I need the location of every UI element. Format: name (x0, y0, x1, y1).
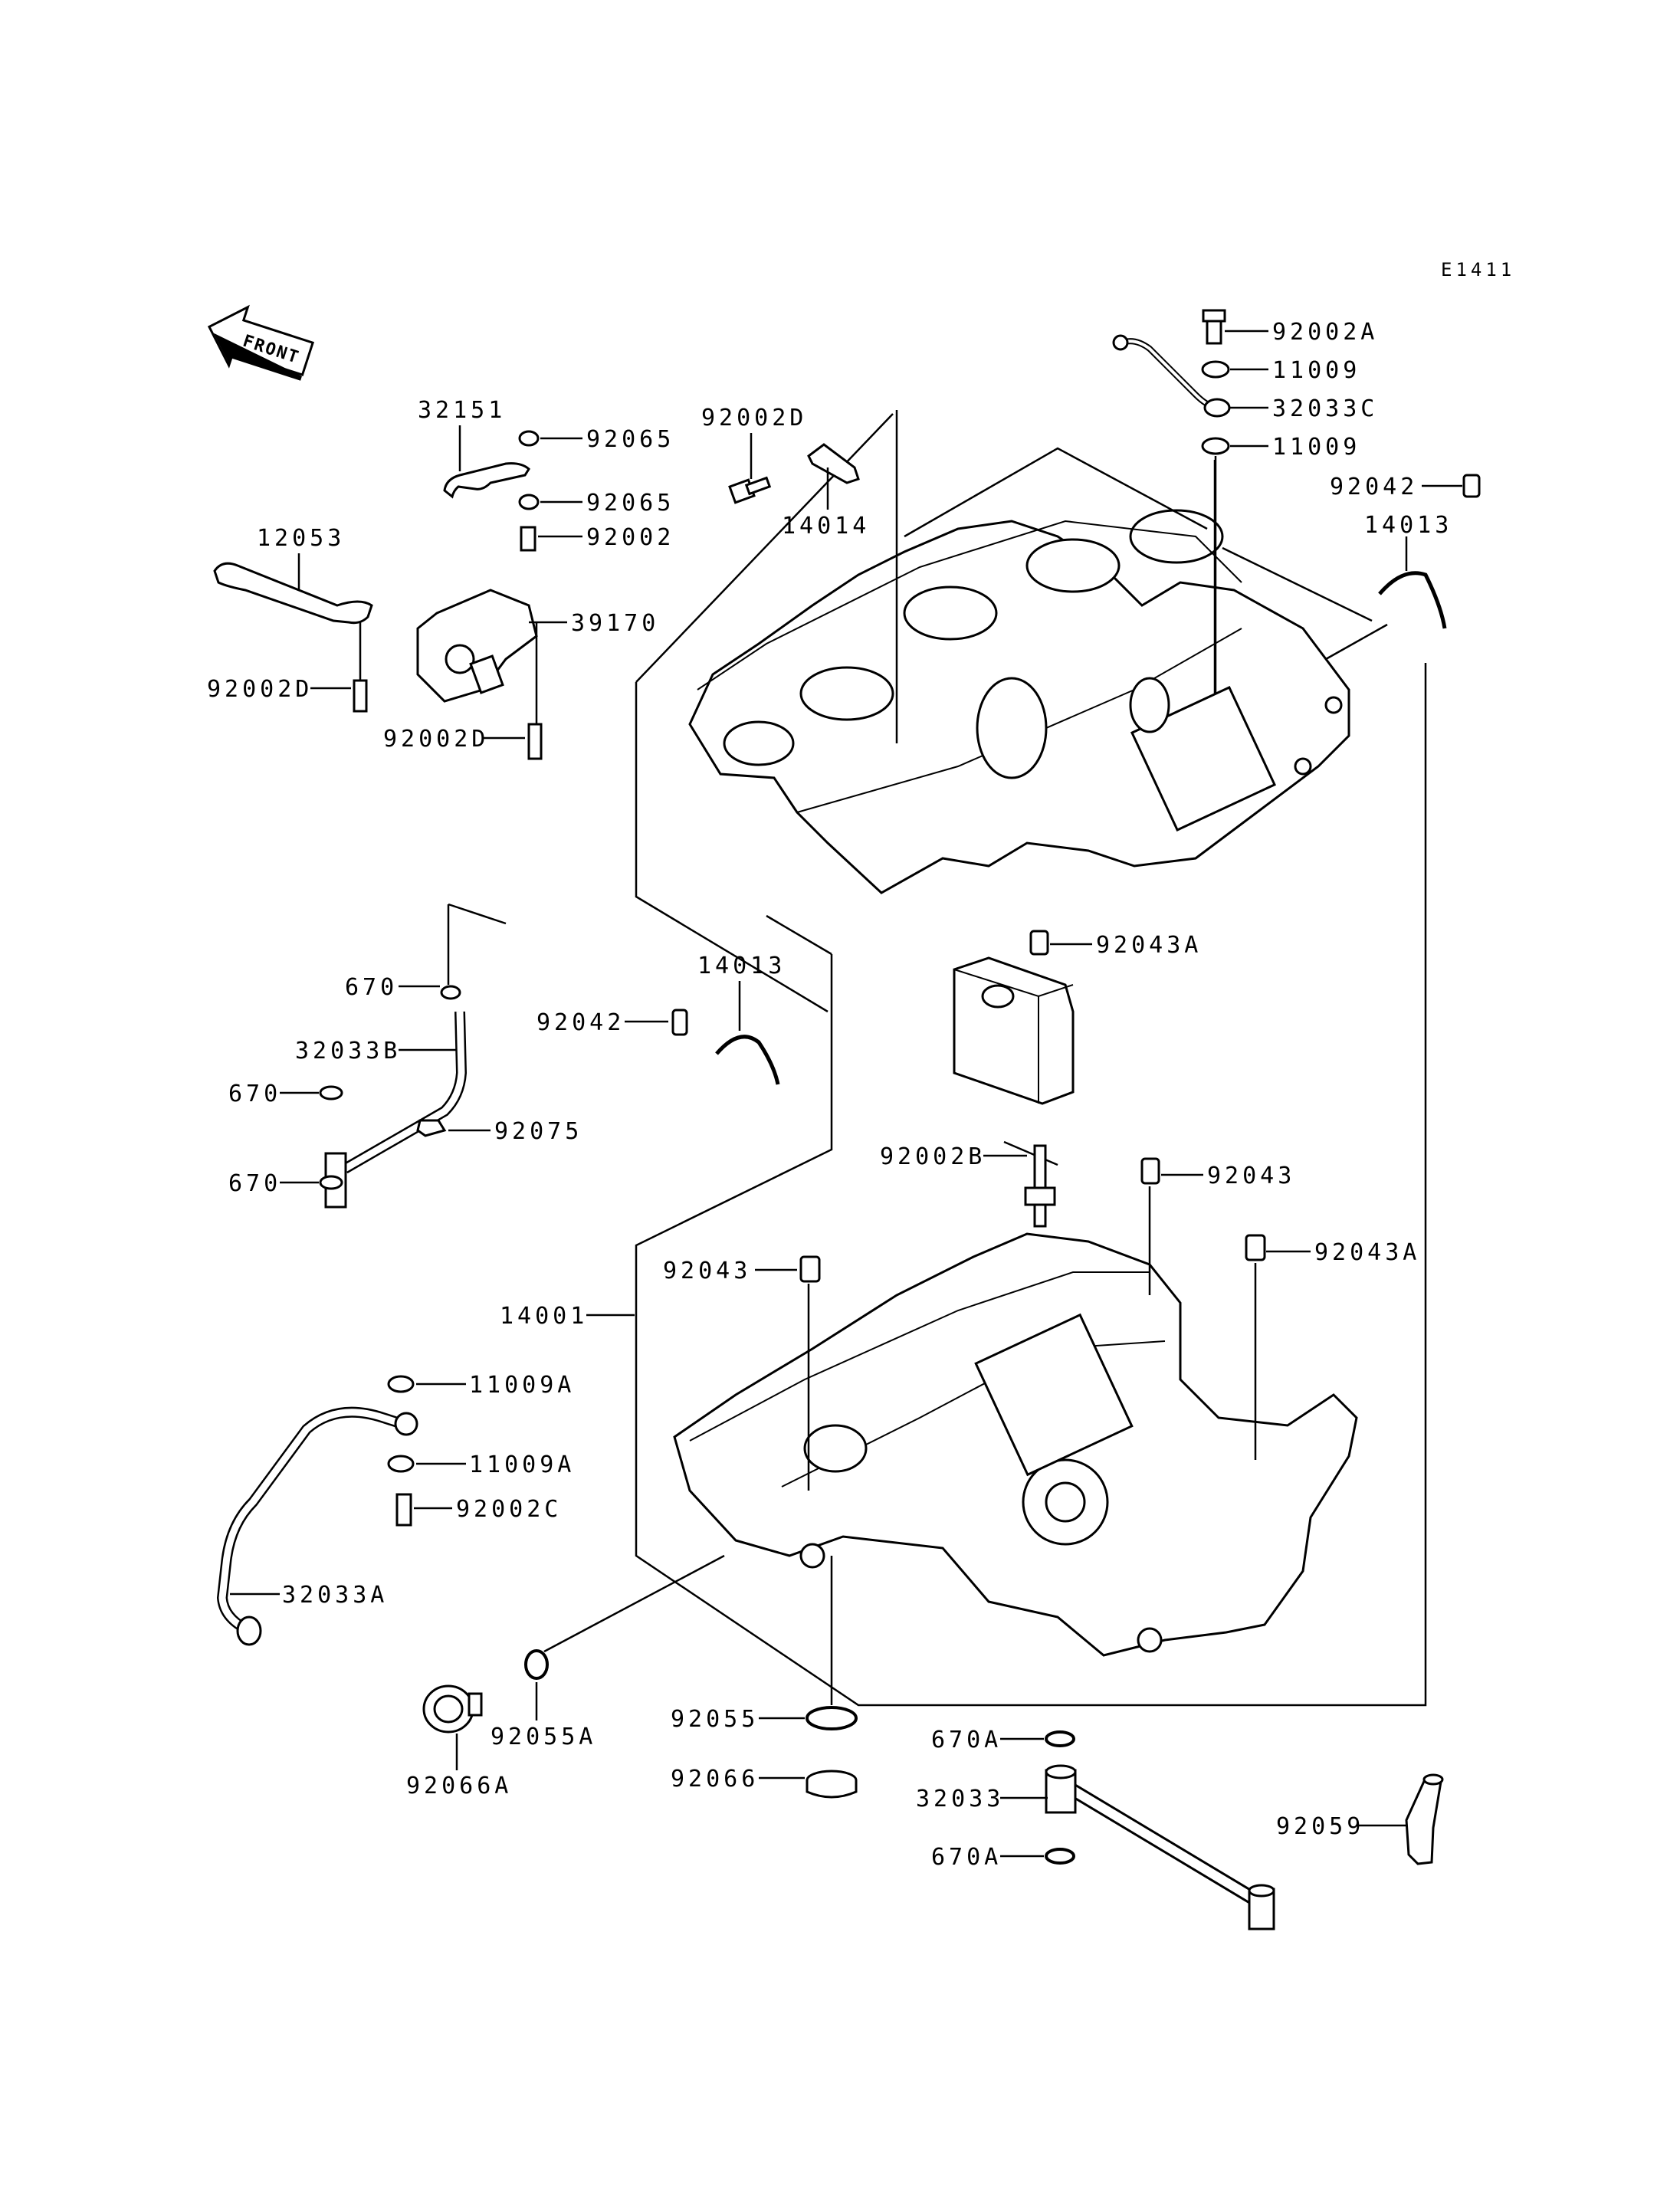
front-arrow-icon: FRONT (207, 304, 315, 381)
oring-92055 (806, 1706, 858, 1730)
nut-92065-a (518, 430, 540, 447)
dowel-92043-right (1140, 1157, 1160, 1185)
label-92066: 92066 (671, 1766, 759, 1793)
label-92042-left: 92042 (536, 1009, 625, 1036)
label-92055: 92055 (671, 1706, 759, 1733)
label-92002: 92002 (586, 524, 674, 551)
oring-670A-b (1045, 1848, 1075, 1865)
label-670-c: 670 (228, 1170, 281, 1197)
label-92042-right: 92042 (1330, 474, 1418, 500)
dowel-92043-left (799, 1255, 821, 1283)
label-92066A: 92066A (406, 1773, 512, 1799)
label-670-b: 670 (228, 1081, 281, 1107)
label-92002D-top: 92002D (701, 405, 807, 431)
dowel-92042-left (671, 1009, 688, 1036)
label-14014: 14014 (782, 513, 870, 540)
fitting-92059 (1405, 1773, 1444, 1865)
label-32033A: 32033A (282, 1582, 388, 1609)
label-92065-a: 92065 (586, 426, 674, 453)
oring-670A-a (1045, 1730, 1075, 1747)
pipe-32033C (1119, 338, 1216, 409)
label-92043A-right: 92043A (1314, 1239, 1420, 1266)
label-92043-left: 92043 (663, 1258, 751, 1284)
plug-92066 (806, 1770, 858, 1799)
label-32151: 32151 (418, 397, 506, 424)
dowel-92042-right (1462, 474, 1481, 498)
label-32033B: 32033B (295, 1038, 401, 1064)
part-39170 (416, 589, 538, 703)
label-39170: 39170 (571, 610, 659, 637)
washer-11009-mid (1201, 437, 1230, 455)
dowel-92043A-top (1029, 930, 1049, 956)
bearing-14013-right (1378, 571, 1447, 629)
washer-11009A-a (387, 1375, 415, 1393)
label-92065-b: 92065 (586, 490, 674, 517)
washer-11009-top (1201, 360, 1230, 379)
guide-12053 (213, 562, 373, 625)
dowel-92043A-right (1245, 1234, 1266, 1261)
pipe-32033-ends (1045, 1764, 1275, 1930)
label-12053: 12053 (257, 525, 345, 552)
clip-92075 (416, 1119, 447, 1137)
bearing-cap (953, 956, 1075, 1105)
bolt-92002A (1202, 309, 1226, 345)
label-670-a: 670 (345, 974, 398, 1001)
label-14013-left: 14013 (697, 953, 786, 979)
label-92002D-mid: 92002D (383, 726, 489, 753)
lower-crankcase (673, 1232, 1358, 1657)
label-11009-top: 11009 (1272, 357, 1360, 384)
oring-670-a (440, 985, 461, 1000)
bolt-92002C (395, 1493, 412, 1527)
label-92043-right: 92043 (1207, 1163, 1295, 1189)
bracket-32151 (443, 462, 530, 499)
oring-670-c (319, 1175, 343, 1190)
washer-11009A-b (387, 1455, 415, 1473)
label-92043A-top: 92043A (1096, 932, 1202, 959)
plate-14014 (807, 443, 860, 484)
label-11009A-a: 11009A (469, 1372, 575, 1399)
bolt-92002 (520, 526, 536, 552)
oring-92055A (524, 1649, 549, 1680)
upper-frame-line (635, 413, 1388, 1013)
bolt-92002D-top (728, 476, 772, 504)
label-32033C: 32033C (1272, 395, 1378, 422)
label-92002C: 92002C (456, 1496, 562, 1523)
label-92075: 92075 (494, 1118, 582, 1145)
label-32033: 32033 (916, 1786, 1004, 1812)
pipe-32033B (342, 1011, 468, 1174)
label-92002B: 92002B (880, 1143, 986, 1170)
bolt-92002B (1033, 1144, 1047, 1228)
upper-crankcase (688, 509, 1350, 894)
diagram-code: E1411 (1441, 259, 1515, 280)
plug-92066A (422, 1684, 483, 1734)
label-14001: 14001 (500, 1303, 588, 1330)
label-670A-b: 670A (931, 1844, 1002, 1871)
label-92055A: 92055A (491, 1724, 596, 1750)
nut-92065-b (518, 494, 540, 510)
bearing-14013-left (715, 1035, 780, 1085)
label-92002A: 92002A (1272, 319, 1378, 346)
bolt-92002D-mid (527, 723, 543, 760)
oring-670-b (319, 1085, 343, 1100)
label-92002D-left: 92002D (207, 676, 313, 703)
bolt-92002D-left (353, 679, 368, 713)
label-14013-right: 14013 (1364, 512, 1452, 539)
lower-frame-line (635, 663, 1427, 1707)
label-670A-a: 670A (931, 1727, 1002, 1753)
label-11009-mid: 11009 (1272, 434, 1360, 461)
label-92059: 92059 (1276, 1813, 1364, 1840)
label-11009A-b: 11009A (469, 1451, 575, 1478)
